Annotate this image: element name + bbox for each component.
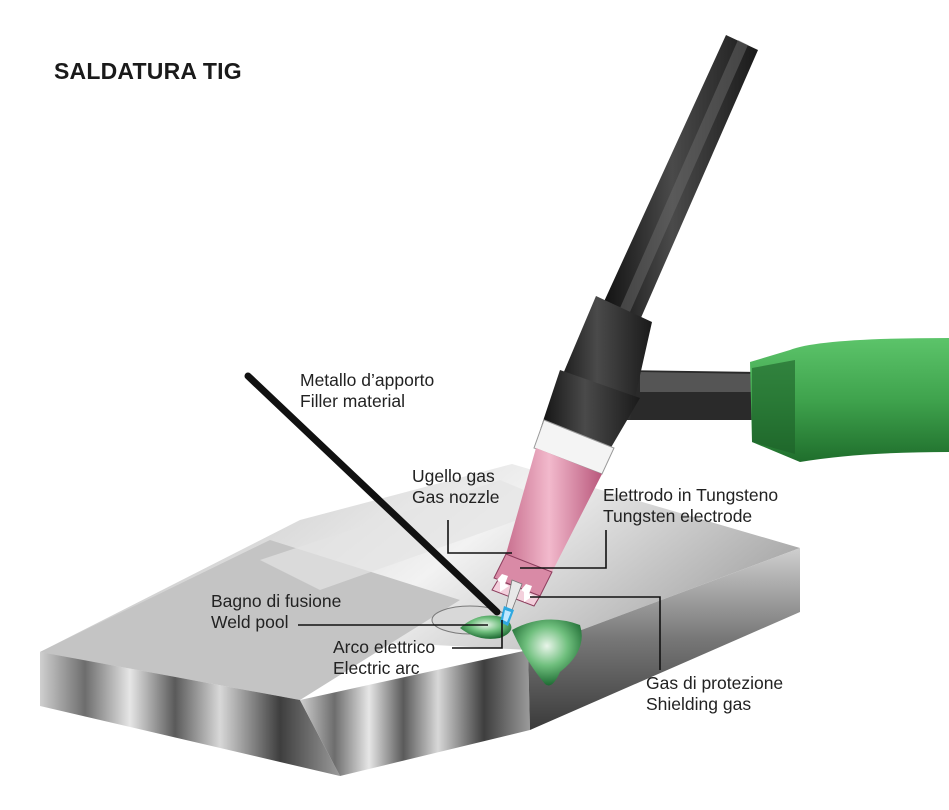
gas-nozzle bbox=[506, 448, 602, 572]
label-tungsten-electrode: Elettrodo in Tungsteno Tungsten electrod… bbox=[603, 485, 778, 527]
leader-nozzle bbox=[447, 520, 512, 554]
plate-front-face-right bbox=[300, 650, 530, 776]
label-shielding-gas: Gas di protezione Shielding gas bbox=[646, 673, 783, 715]
label-pool-it: Bagno di fusione bbox=[211, 591, 342, 611]
leader-electrode bbox=[520, 530, 607, 569]
plate-groove bbox=[260, 480, 560, 590]
label-arc-it: Arco elettrico bbox=[333, 637, 436, 657]
label-pool-en: Weld pool bbox=[211, 612, 289, 632]
weld-bead bbox=[512, 619, 582, 686]
page-title: SALDATURA TIG bbox=[54, 58, 242, 84]
label-nozzle-it: Ugello gas bbox=[412, 466, 495, 486]
label-gas-en: Shielding gas bbox=[646, 694, 752, 714]
label-electric-arc: Arco elettrico Electric arc bbox=[333, 637, 435, 679]
label-arc-en: Electric arc bbox=[333, 658, 420, 678]
label-gas-it: Gas di protezione bbox=[646, 673, 784, 693]
label-electrode-en: Tungsten electrode bbox=[603, 506, 753, 526]
label-filler-it: Metallo d’apporto bbox=[300, 370, 435, 390]
filler-rod bbox=[244, 372, 501, 616]
label-nozzle-en: Gas nozzle bbox=[412, 487, 500, 507]
label-filler-material: Metallo d’apporto Filler material bbox=[300, 370, 434, 412]
label-filler-en: Filler material bbox=[300, 391, 406, 411]
metal-plate bbox=[40, 464, 800, 776]
leader-arc bbox=[452, 620, 503, 649]
leader-lines bbox=[298, 520, 661, 670]
label-gas-nozzle: Ugello gas Gas nozzle bbox=[412, 466, 500, 508]
plate-side-face bbox=[528, 548, 800, 730]
torch-handle bbox=[612, 338, 949, 462]
plate-top-left bbox=[40, 540, 460, 700]
label-weld-pool: Bagno di fusione Weld pool bbox=[211, 591, 341, 633]
weld-pool bbox=[431, 605, 582, 686]
label-electrode-it: Elettrodo in Tungsteno bbox=[603, 485, 779, 505]
leader-gas bbox=[530, 596, 661, 670]
plate-front-face bbox=[40, 652, 340, 776]
